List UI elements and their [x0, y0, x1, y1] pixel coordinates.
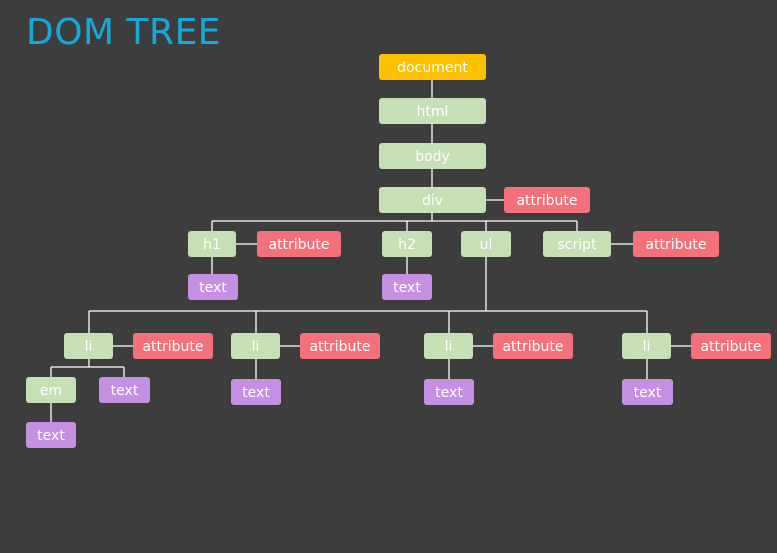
- html-node: html: [379, 98, 486, 124]
- div-attribute-node: attribute: [504, 187, 590, 213]
- em-label: em: [40, 383, 62, 399]
- h2-text-box: [382, 274, 432, 300]
- html-label: html: [417, 104, 449, 120]
- li3-label: li: [445, 339, 453, 355]
- h2-text-label: text: [393, 280, 421, 296]
- li3-attribute-label: attribute: [502, 339, 563, 355]
- li2-text-box: [231, 379, 281, 405]
- script-node: script: [543, 231, 611, 257]
- li2-attribute-box: [300, 333, 380, 359]
- div-label: div: [422, 193, 443, 209]
- li2-attribute-label: attribute: [309, 339, 370, 355]
- li1-text-node: text: [99, 377, 150, 403]
- body-label: body: [415, 149, 450, 165]
- document-node: document: [379, 54, 486, 80]
- li2-label: li: [252, 339, 260, 355]
- li1-attribute-box: [133, 333, 213, 359]
- em-node: em: [26, 377, 76, 403]
- li1-text-label: text: [111, 383, 139, 399]
- h1-box: [188, 231, 236, 257]
- li4-attribute-node: attribute: [691, 333, 771, 359]
- div-attribute-label: attribute: [516, 193, 577, 209]
- li4-text-node: text: [622, 379, 673, 405]
- li1-attribute-node: attribute: [133, 333, 213, 359]
- document-label: document: [397, 60, 468, 76]
- li2-box: [231, 333, 280, 359]
- li3-box: [424, 333, 473, 359]
- script-label: script: [557, 237, 597, 253]
- li4-label: li: [643, 339, 651, 355]
- li3-attribute-node: attribute: [493, 333, 573, 359]
- em-box: [26, 377, 76, 403]
- html-box: [379, 98, 486, 124]
- h2-node: h2: [382, 231, 432, 257]
- li2-text-node: text: [231, 379, 281, 405]
- document-box: [379, 54, 486, 80]
- h2-text-node: text: [382, 274, 432, 300]
- li4-attribute-box: [691, 333, 771, 359]
- li2-node: li: [231, 333, 280, 359]
- li3-node: li: [424, 333, 473, 359]
- div-node: div: [379, 187, 486, 213]
- h1-text-label: text: [199, 280, 227, 296]
- em-text-label: text: [37, 428, 65, 444]
- li1-label: li: [85, 339, 93, 355]
- li4-text-label: text: [634, 385, 662, 401]
- h1-text-node: text: [188, 274, 238, 300]
- em-text-box: [26, 422, 76, 448]
- h1-attribute-label: attribute: [268, 237, 329, 253]
- script-attribute-box: [633, 231, 719, 257]
- h1-attribute-node: attribute: [257, 231, 341, 257]
- h1-text-box: [188, 274, 238, 300]
- li4-box: [622, 333, 671, 359]
- li3-text-node: text: [424, 379, 474, 405]
- li1-text-box: [99, 377, 150, 403]
- li2-text-label: text: [242, 385, 270, 401]
- h1-attribute-box: [257, 231, 341, 257]
- li3-text-box: [424, 379, 474, 405]
- script-attribute-node: attribute: [633, 231, 719, 257]
- li4-text-box: [622, 379, 673, 405]
- h2-label: h2: [398, 237, 416, 253]
- ul-node: ul: [461, 231, 511, 257]
- h1-label: h1: [203, 237, 221, 253]
- body-box: [379, 143, 486, 169]
- li4-node: li: [622, 333, 671, 359]
- script-box: [543, 231, 611, 257]
- li2-attribute-node: attribute: [300, 333, 380, 359]
- li1-box: [64, 333, 113, 359]
- script-attribute-label: attribute: [645, 237, 706, 253]
- body-node: body: [379, 143, 486, 169]
- h1-node: h1: [188, 231, 236, 257]
- li3-attribute-box: [493, 333, 573, 359]
- page-title: DOM TREE: [26, 12, 222, 53]
- li3-text-label: text: [435, 385, 463, 401]
- div-box: [379, 187, 486, 213]
- li4-attribute-label: attribute: [700, 339, 761, 355]
- li1-attribute-label: attribute: [142, 339, 203, 355]
- div-attribute-box: [504, 187, 590, 213]
- li1-node: li: [64, 333, 113, 359]
- h2-box: [382, 231, 432, 257]
- em-text-node: text: [26, 422, 76, 448]
- ul-box: [461, 231, 511, 257]
- ul-label: ul: [480, 237, 493, 253]
